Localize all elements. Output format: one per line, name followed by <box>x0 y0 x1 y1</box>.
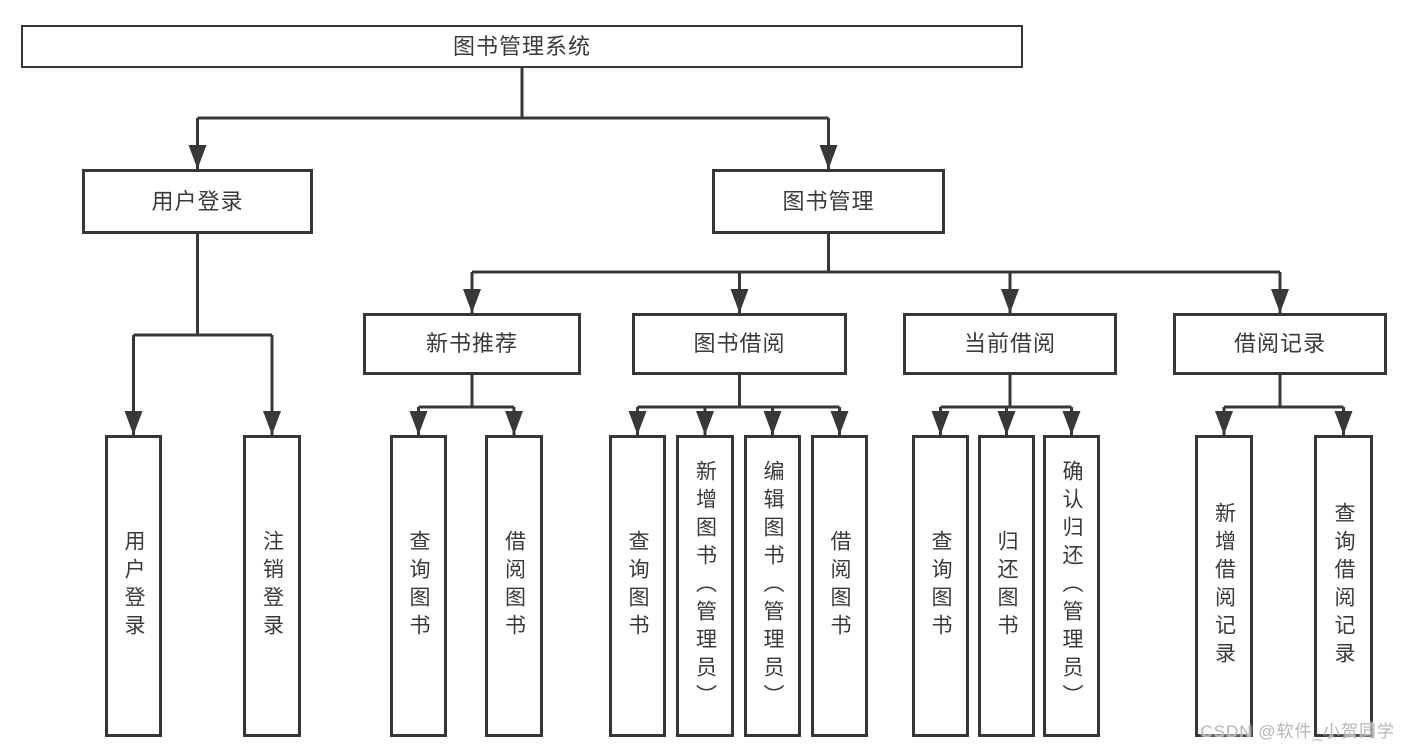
leaf-logout-login: 注销登录 <box>243 435 301 737</box>
node-new-book-recommend: 新书推荐 <box>363 313 581 375</box>
leaf-borrow-books-recommend: 借阅图书 <box>485 435 543 737</box>
leaf-query-books-recommend: 查询图书 <box>390 435 447 737</box>
leaf-query-borrow-record: 查询借阅记录 <box>1314 435 1373 737</box>
node-borrowing-records: 借阅记录 <box>1173 313 1387 375</box>
csdn-watermark: CSDN @软件_小贺同学 <box>1200 722 1395 741</box>
node-book-borrowing: 图书借阅 <box>632 313 847 375</box>
leaf-confirm-return-admin: 确认归还（管理员） <box>1043 435 1100 737</box>
leaf-return-books: 归还图书 <box>978 435 1035 737</box>
leaf-query-books-current: 查询图书 <box>912 435 969 737</box>
leaf-query-books-borrowing: 查询图书 <box>609 435 666 737</box>
node-user-login: 用户登录 <box>82 169 313 234</box>
leaf-user-login: 用户登录 <box>105 435 162 737</box>
leaf-borrow-books-borrowing: 借阅图书 <box>811 435 868 737</box>
node-library-system: 图书管理系统 <box>21 25 1023 68</box>
leaf-add-borrow-record: 新增借阅记录 <box>1195 435 1253 737</box>
node-current-borrowing: 当前借阅 <box>903 313 1117 375</box>
leaf-add-books-admin: 新增图书（管理员） <box>676 435 734 737</box>
node-book-management: 图书管理 <box>712 169 945 234</box>
leaf-edit-books-admin: 编辑图书（管理员） <box>744 435 801 737</box>
